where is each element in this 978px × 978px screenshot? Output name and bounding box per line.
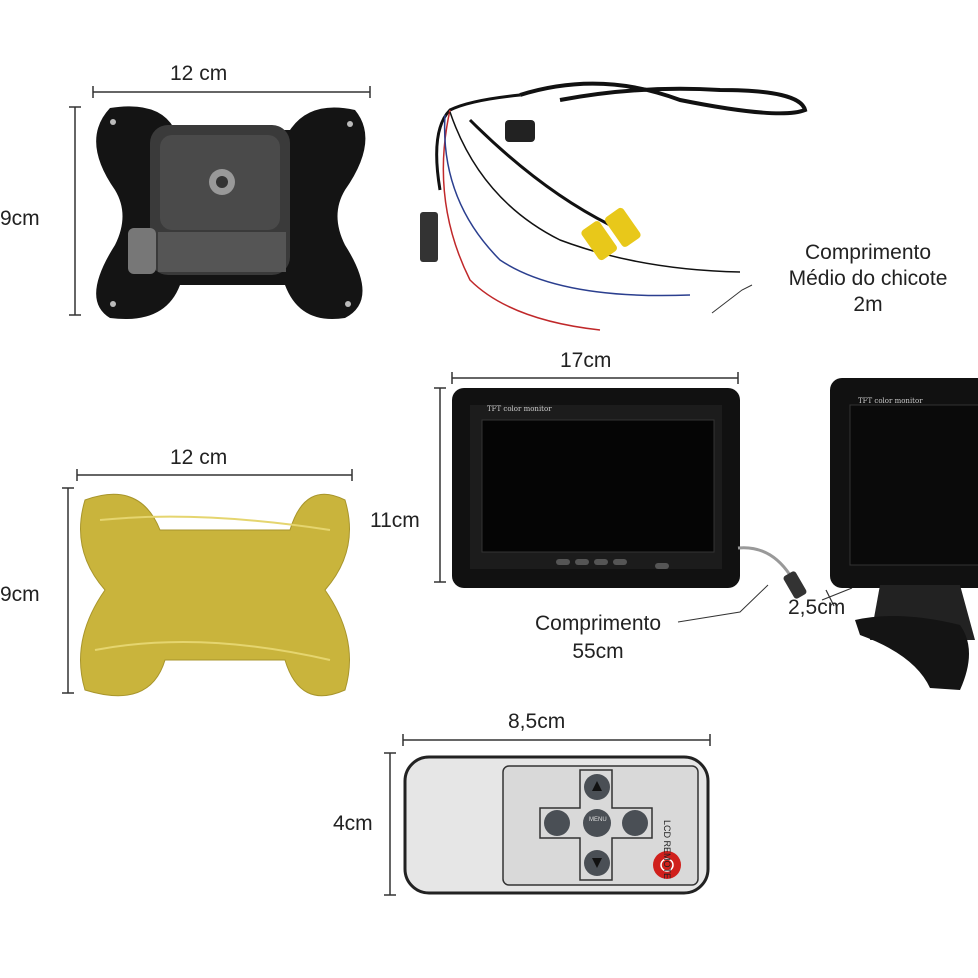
monitor-cable-label-line2: 55cm bbox=[572, 640, 624, 663]
cable-label-line3: 2m bbox=[853, 293, 883, 316]
monitor-side bbox=[830, 378, 978, 690]
mounting-bracket bbox=[96, 106, 366, 320]
side-monitor-brand-text: TFT color monitor bbox=[858, 397, 923, 405]
cable-label-line2: Médio do chicote bbox=[788, 267, 948, 290]
remote-brand-text: LCD REMOTE bbox=[662, 820, 672, 880]
wiring-harness bbox=[420, 81, 808, 331]
monitor-front bbox=[452, 388, 807, 599]
monitor-height-label: 11cm bbox=[370, 509, 420, 532]
adhesive-pad bbox=[80, 493, 350, 697]
cable-label-line1: Comprimento bbox=[804, 241, 932, 264]
bracket-width-label: 12 cm bbox=[170, 62, 228, 85]
monitor-width-label: 17cm bbox=[560, 349, 612, 372]
remote-control bbox=[403, 755, 710, 895]
adhesive-height-label: 9cm bbox=[0, 583, 40, 606]
remote-height-label: 4cm bbox=[333, 812, 373, 835]
remote-width-label: 8,5cm bbox=[508, 710, 566, 733]
adhesive-width-label: 12 cm bbox=[170, 446, 228, 469]
dimension-lines bbox=[62, 86, 853, 896]
monitor-depth-label: 2,5cm bbox=[788, 596, 846, 619]
monitor-cable-label: Comprimento 55cm bbox=[508, 610, 688, 666]
cable-length-label: Comprimento Médio do chicote 2m bbox=[758, 240, 978, 318]
bracket-height-label: 9cm bbox=[0, 207, 40, 230]
monitor-cable-label-line1: Comprimento bbox=[534, 612, 662, 635]
monitor-brand-text: TFT color monitor bbox=[487, 405, 552, 413]
remote-menu-label: MENU bbox=[589, 817, 607, 823]
